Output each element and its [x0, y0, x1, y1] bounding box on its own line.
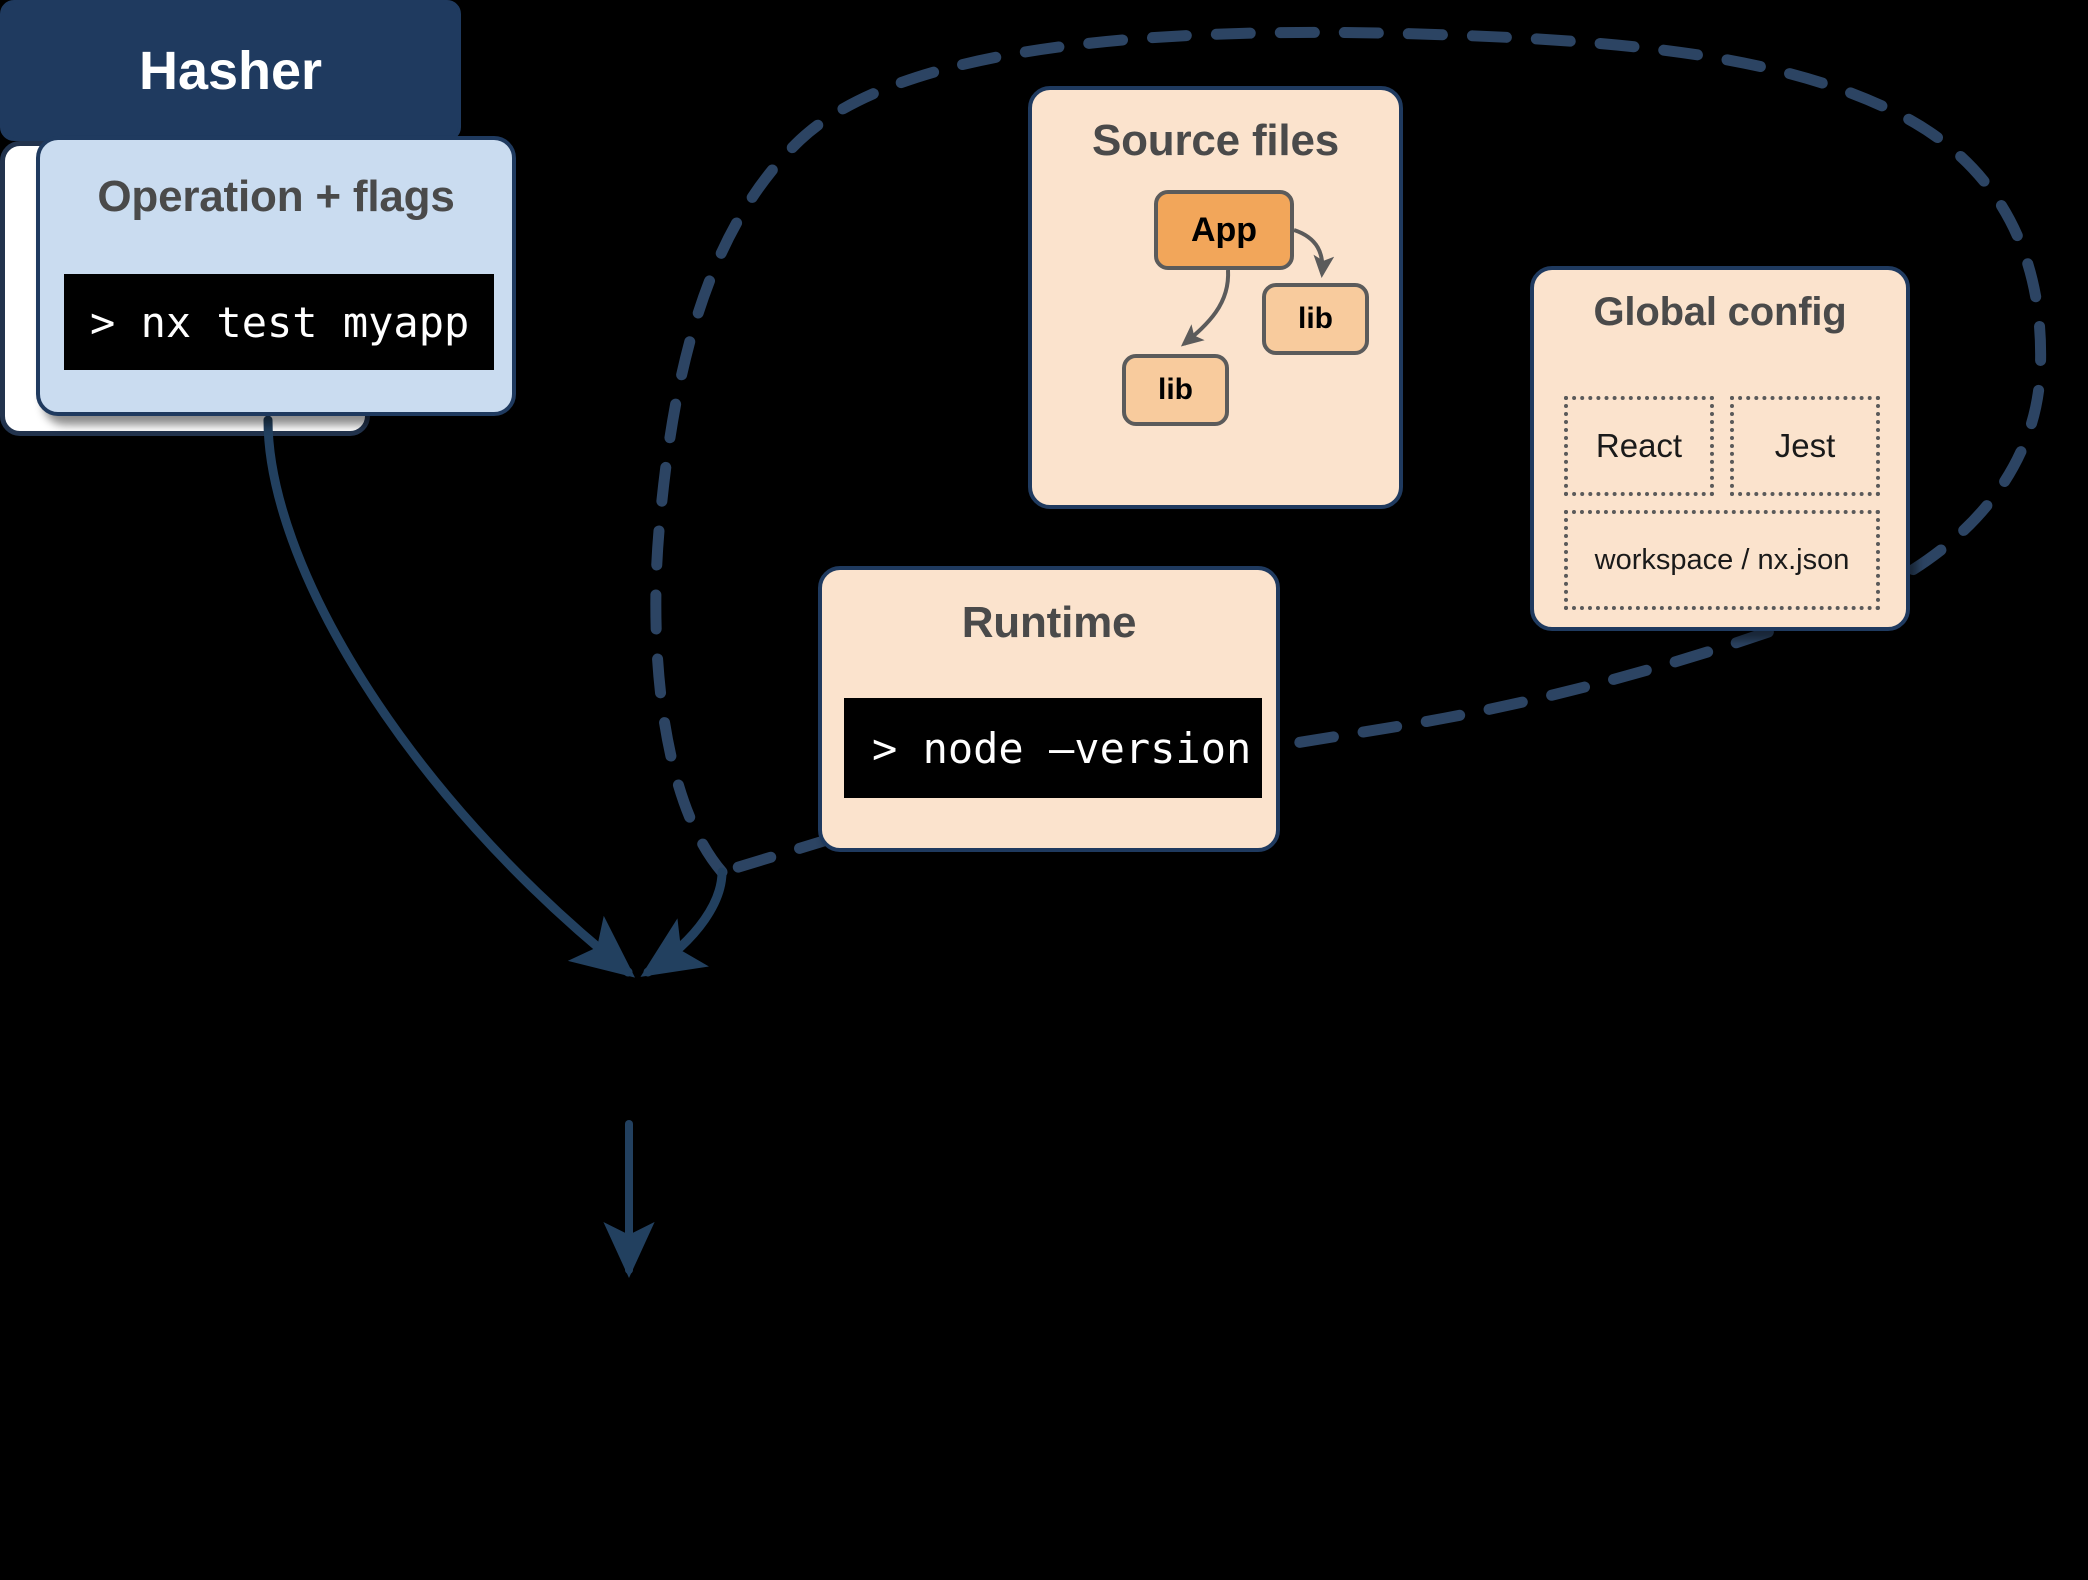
graph-node-lib-right[interactable]: lib: [1262, 283, 1369, 355]
source-files-title: Source files: [1091, 116, 1340, 165]
edge-app-to-lib-left: [1180, 269, 1231, 347]
config-cell-jest: Jest: [1730, 396, 1880, 496]
operation-command-terminal: > nx test myapp: [64, 274, 494, 370]
runtime-command-terminal: > node –version: [844, 698, 1262, 798]
global-config-card: Global config React Jest workspace / nx.…: [1530, 266, 1910, 631]
runtime-title: Runtime: [961, 598, 1137, 647]
edge-app-to-lib-right: [1293, 228, 1335, 278]
source-files-dependency-edges: [1180, 228, 1335, 347]
hasher-node[interactable]: Hasher: [0, 0, 461, 141]
global-config-title: Global config: [1593, 290, 1847, 334]
source-files-card: Source files App lib lib: [1028, 86, 1403, 509]
config-cell-workspace-nxjson: workspace / nx.json: [1564, 510, 1880, 610]
edge-inputs-to-hasher: [640, 867, 727, 977]
edge-operation-to-hasher: [263, 415, 636, 978]
graph-node-app[interactable]: App: [1154, 190, 1294, 270]
operation-flags-card: Operation + flags > nx test myapp: [36, 136, 516, 416]
config-cell-react: React: [1564, 396, 1714, 496]
runtime-card: Runtime > node –version: [818, 566, 1280, 852]
operation-flags-title: Operation + flags: [97, 172, 455, 221]
graph-node-lib-left[interactable]: lib: [1122, 354, 1229, 426]
